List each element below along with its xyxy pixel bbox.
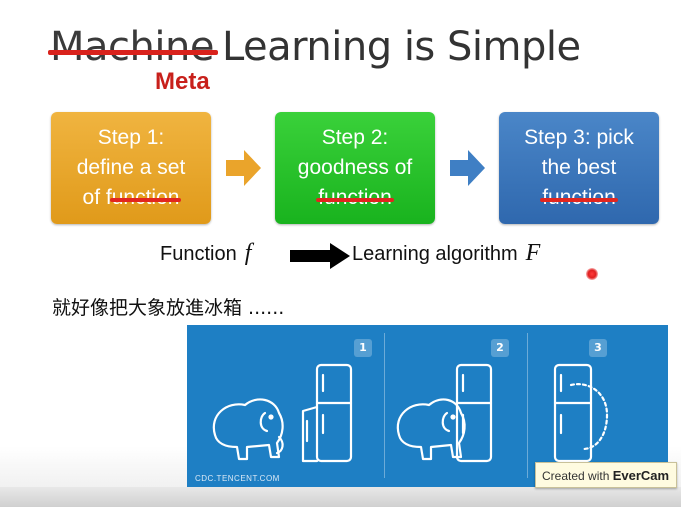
bottom-band bbox=[0, 487, 681, 507]
elephant-icon bbox=[396, 398, 466, 461]
elephant-fridge-illustration: 1 2 3 bbox=[187, 325, 668, 487]
fridge-icon bbox=[455, 363, 493, 463]
learning-algorithm-symbol: F bbox=[525, 240, 541, 266]
panel-divider bbox=[384, 333, 385, 478]
title-struck-word: Machine bbox=[48, 24, 218, 70]
step-1-line3: of function bbox=[51, 183, 211, 213]
panel-number: 3 bbox=[589, 339, 607, 357]
step-3-line2: the best bbox=[541, 156, 617, 179]
step-2-struck-word: function bbox=[316, 183, 394, 213]
arrow-right-icon bbox=[450, 150, 485, 186]
fridge-icon bbox=[301, 363, 353, 463]
panel-divider bbox=[527, 333, 528, 478]
step-1-line1: Step 1: bbox=[97, 126, 165, 149]
step-3-box: Step 3: pick the best function bbox=[499, 112, 659, 224]
elephant-icon bbox=[212, 398, 284, 461]
evercam-watermark: Created with EverCam bbox=[535, 462, 677, 488]
chinese-caption: 就好像把大象放進冰箱 ...... bbox=[52, 297, 285, 319]
black-arrow-icon bbox=[290, 243, 350, 269]
illustration-drawing bbox=[212, 363, 609, 463]
title-rest: Learning is Simple bbox=[221, 24, 581, 70]
step-1-struck-word: unction bbox=[109, 183, 182, 213]
fridge-icon bbox=[553, 363, 609, 463]
step-1-line2: define a set bbox=[76, 156, 186, 179]
title-strike-line bbox=[48, 50, 218, 55]
step-2-line1: Step 2: bbox=[321, 126, 389, 149]
step-3-line1: Step 3: pick bbox=[524, 126, 634, 149]
function-symbol: f bbox=[244, 240, 252, 266]
panel-number: 1 bbox=[354, 339, 372, 357]
step-3-struck-word: function bbox=[540, 183, 618, 213]
image-credit: CDC.TENCENT.COM bbox=[195, 474, 280, 483]
arrow-right-icon bbox=[226, 150, 261, 186]
step-1-box: Step 1: define a set of function bbox=[51, 112, 211, 224]
step-3-line3: function bbox=[499, 183, 659, 213]
panel-number: 2 bbox=[491, 339, 509, 357]
step-2-line2: goodness of bbox=[297, 156, 413, 179]
step-2-box: Step 2: goodness of function bbox=[275, 112, 435, 224]
title-replacement-word: Meta bbox=[155, 68, 210, 95]
pointer-cursor-icon bbox=[586, 268, 598, 280]
step-2-line3: function bbox=[275, 183, 435, 213]
